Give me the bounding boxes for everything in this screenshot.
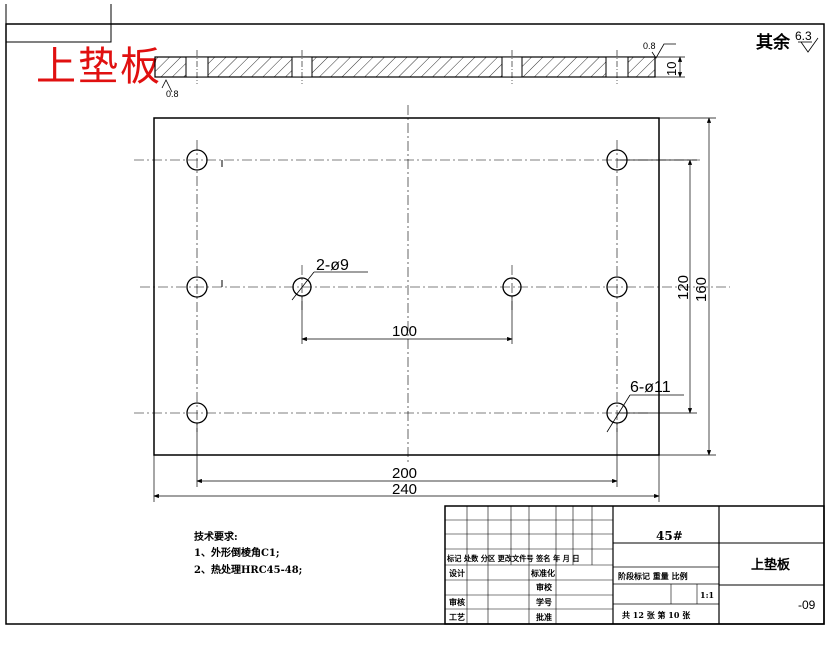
inner-height-dim: 120	[675, 275, 692, 300]
tb-craft: 工艺	[449, 612, 465, 622]
plan-view: 2-ø9 100 6-ø11 120 160 200 240	[134, 105, 730, 502]
small-pitch-dim: 100	[392, 323, 417, 340]
tb-design: 设计	[449, 568, 465, 578]
thickness-dim: 10	[664, 62, 679, 76]
tb-drawing-no: -09	[798, 598, 816, 612]
outer-height-dim: 160	[693, 277, 710, 302]
title-block	[444, 505, 825, 625]
large-hole-callout: 6-ø11	[630, 379, 671, 396]
drawing-title-red: 上垫板	[36, 44, 162, 90]
tech-line-1: 1、外形倒棱角C1;	[194, 546, 280, 559]
tb-part-name: 上垫板	[751, 557, 791, 573]
tb-scale: 1:1	[700, 590, 714, 600]
general-roughness: 其余 6.3	[756, 29, 819, 53]
tb-sheets: 共 12 张 第 10 张	[622, 610, 691, 620]
rest-value: 6.3	[795, 29, 812, 43]
top-roughness-value: 0.8	[643, 41, 656, 51]
hole-large	[606, 276, 628, 298]
hole-large	[186, 276, 208, 298]
tb-check: 审核	[449, 597, 465, 607]
tech-line-2: 2、热处理HRC45-48;	[194, 563, 302, 576]
tb-stage-header: 阶段标记 重量 比例	[618, 571, 688, 581]
revision-header: 标记 处数 分区 更改文件号 签名 年 月 日	[446, 554, 580, 563]
hole-large	[186, 149, 208, 171]
tech-requirements: 技术要求: 1、外形倒棱角C1; 2、热处理HRC45-48;	[194, 530, 302, 576]
outer-width-dim: 240	[392, 481, 417, 498]
tb-material: 45#	[656, 529, 683, 543]
bottom-roughness-value: 0.8	[166, 89, 179, 99]
sheet-border	[5, 23, 825, 625]
side-section-view: 10 0.8 0.8	[154, 41, 685, 99]
tb-count: 学号	[536, 597, 552, 607]
rest-label: 其余	[756, 32, 791, 53]
tb-verify: 审校	[536, 582, 553, 592]
small-hole-callout: 2-ø9	[316, 257, 349, 274]
tech-heading: 技术要求:	[194, 530, 238, 543]
tb-approve: 批准	[536, 612, 552, 622]
tb-standardize: 标准化	[530, 568, 555, 578]
inner-width-dim: 200	[392, 465, 417, 482]
corner-tab	[5, 23, 112, 43]
